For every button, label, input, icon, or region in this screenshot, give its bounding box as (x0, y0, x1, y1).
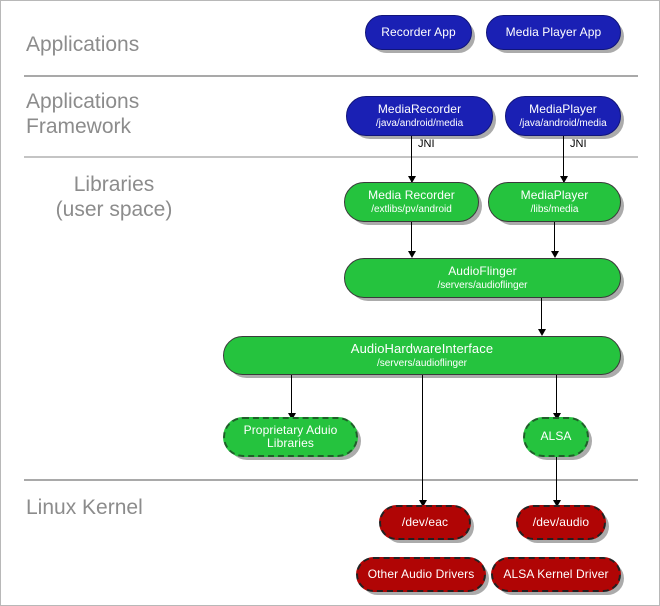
node-media-recorder-framework-title: MediaRecorder (377, 102, 462, 117)
arrowhead-hardware-to-dev-eac (419, 500, 427, 507)
divider-applications (24, 75, 638, 77)
node-audioflinger[interactable]: AudioFlinger /servers/audioflinger (344, 258, 621, 298)
arrowhead-media-recorder-jni (408, 176, 416, 183)
layer-label-libraries: Libraries (user space) (55, 173, 173, 221)
divider-framework (24, 156, 638, 158)
arrowhead-media-player-to-audioflinger (551, 251, 559, 258)
arrowhead-audioflinger-to-hardware (538, 329, 546, 336)
connector-hardware-to-alsa (556, 375, 557, 417)
node-media-player-app-title: Media Player App (505, 24, 602, 39)
node-media-recorder-framework-path: /java/android/media (375, 117, 464, 129)
connector-alsa-to-dev-audio (556, 457, 557, 505)
node-audioflinger-title: AudioFlinger (448, 264, 517, 279)
connector-hardware-to-dev-eac (422, 375, 423, 505)
node-audio-hardware-interface[interactable]: AudioHardwareInterface /servers/audiofli… (223, 336, 621, 375)
node-media-recorder-library-path: /extlibs/pv/android (371, 203, 452, 215)
node-media-player-app[interactable]: Media Player App (486, 15, 621, 50)
node-dev-eac[interactable]: /dev/eac (379, 505, 471, 540)
node-media-player-library-title: MediaPlayer (520, 188, 589, 203)
node-recorder-app-title: Recorder App (381, 24, 456, 39)
connector-media-player-jni (563, 136, 564, 182)
node-proprietary-audio-libraries[interactable]: Proprietary Aduio Libraries (223, 417, 358, 457)
node-dev-eac-title: /dev/eac (401, 514, 449, 529)
connector-media-recorder-to-audioflinger (411, 222, 412, 256)
arrowhead-media-player-jni (560, 176, 568, 183)
node-audio-hardware-interface-title: AudioHardwareInterface (350, 341, 494, 357)
connector-media-player-to-audioflinger (554, 222, 555, 256)
divider-kernel (24, 479, 638, 481)
connector-label-jni-player: JNI (570, 138, 587, 150)
node-other-audio-drivers[interactable]: Other Audio Drivers (356, 557, 486, 592)
node-recorder-app[interactable]: Recorder App (365, 15, 472, 50)
node-audio-hardware-interface-path: /servers/audioflinger (376, 357, 468, 369)
node-media-player-framework-path: /java/android/media (519, 117, 607, 129)
node-alsa-kernel-driver-title: ALSA Kernel Driver (503, 566, 609, 581)
layer-label-kernel: Linux Kernel (26, 496, 143, 519)
layer-label-framework: Applications Framework (26, 90, 140, 138)
node-dev-audio[interactable]: /dev/audio (516, 505, 606, 540)
node-alsa[interactable]: ALSA (523, 417, 589, 457)
node-media-recorder-library-title: Media Recorder (368, 188, 455, 203)
node-media-recorder-framework[interactable]: MediaRecorder /java/android/media (346, 96, 493, 136)
node-media-player-framework[interactable]: MediaPlayer /java/android/media (505, 96, 621, 136)
layer-label-applications: Applications (26, 33, 140, 56)
node-audioflinger-path: /servers/audioflinger (437, 279, 528, 291)
connector-media-recorder-jni (411, 136, 412, 182)
node-media-recorder-library[interactable]: Media Recorder /extlibs/pv/android (344, 182, 479, 222)
connector-audioflinger-to-hardware (541, 298, 542, 334)
node-proprietary-audio-libraries-subtitle: Libraries (267, 436, 314, 450)
connector-hardware-to-proprietary (291, 375, 292, 417)
node-alsa-kernel-driver[interactable]: ALSA Kernel Driver (491, 557, 621, 592)
node-other-audio-drivers-title: Other Audio Drivers (367, 566, 475, 581)
node-media-player-framework-title: MediaPlayer (529, 102, 597, 117)
node-media-player-library[interactable]: MediaPlayer /libs/media (488, 182, 621, 222)
node-dev-audio-title: /dev/audio (532, 514, 590, 529)
connector-label-jni-recorder: JNI (418, 138, 435, 150)
node-alsa-title: ALSA (540, 429, 572, 444)
arrowhead-media-recorder-to-audioflinger (408, 251, 416, 258)
node-media-player-library-path: /libs/media (530, 203, 579, 215)
arrowhead-alsa-to-dev-audio (553, 500, 561, 507)
node-proprietary-audio-libraries-title: Proprietary Aduio (243, 422, 338, 437)
